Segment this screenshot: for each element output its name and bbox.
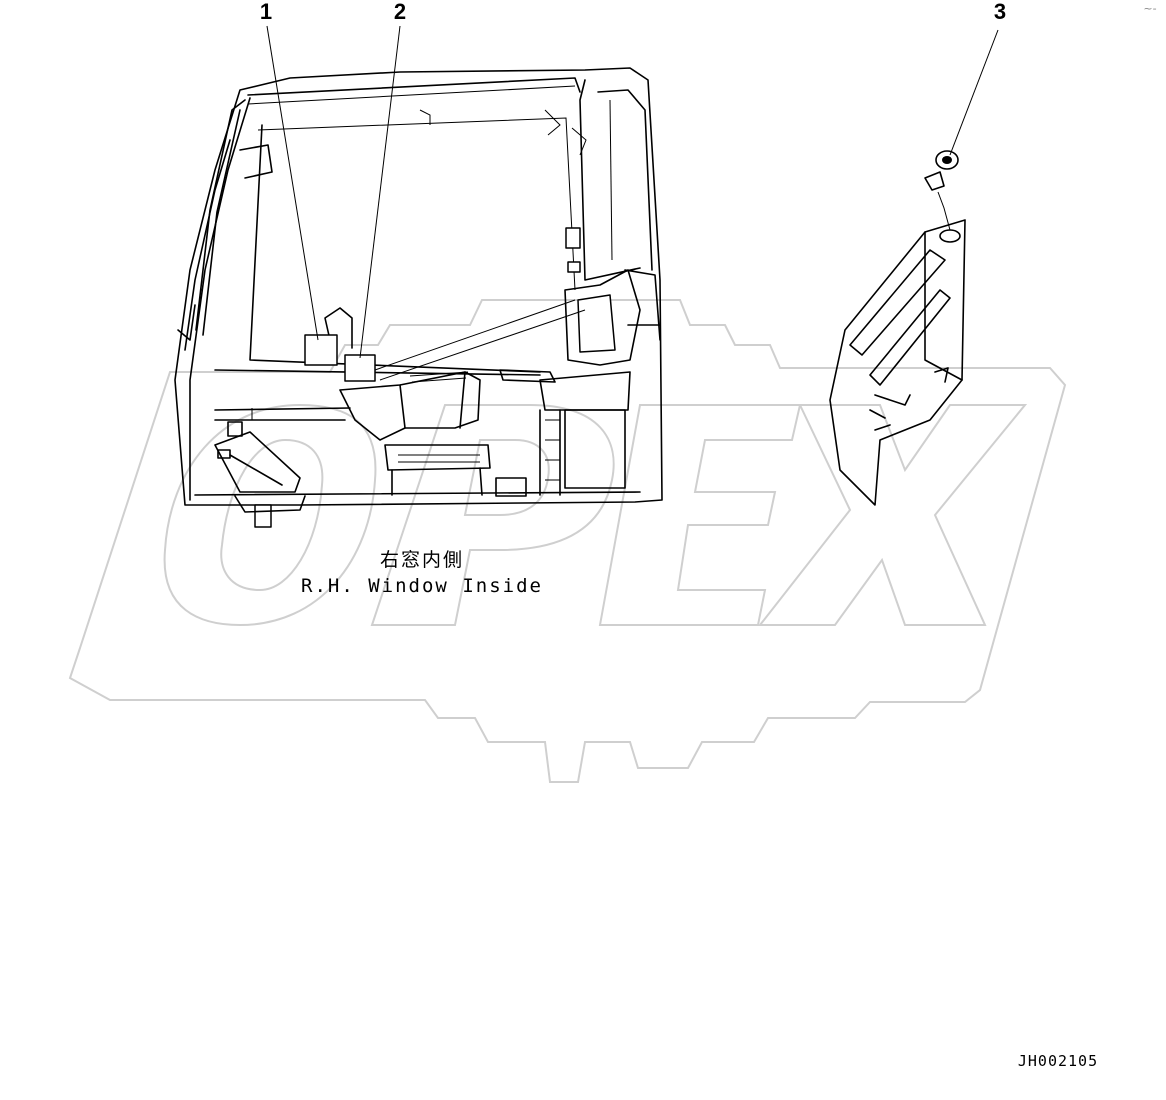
item-3-part (924, 150, 959, 231)
note-english: R.H. Window Inside (301, 575, 543, 597)
decal-1 (304, 334, 338, 366)
watermark-gear (68, 299, 1067, 783)
right-side-panel (829, 219, 966, 506)
callout-1: 1 (260, 0, 272, 24)
callout-3: 3 (994, 0, 1006, 24)
leader-line-1 (266, 25, 319, 341)
decal-2 (344, 354, 376, 382)
corner-mark: ~- (1143, 2, 1156, 15)
note-japanese: 右窓内側 (380, 549, 464, 571)
drawing-code: JH002105 (1018, 1052, 1098, 1070)
watermark-letters (163, 403, 1028, 627)
cab-assembly (174, 67, 663, 528)
leader-line-2 (359, 25, 401, 359)
callout-2: 2 (394, 0, 406, 24)
leader-line-3 (949, 29, 999, 156)
